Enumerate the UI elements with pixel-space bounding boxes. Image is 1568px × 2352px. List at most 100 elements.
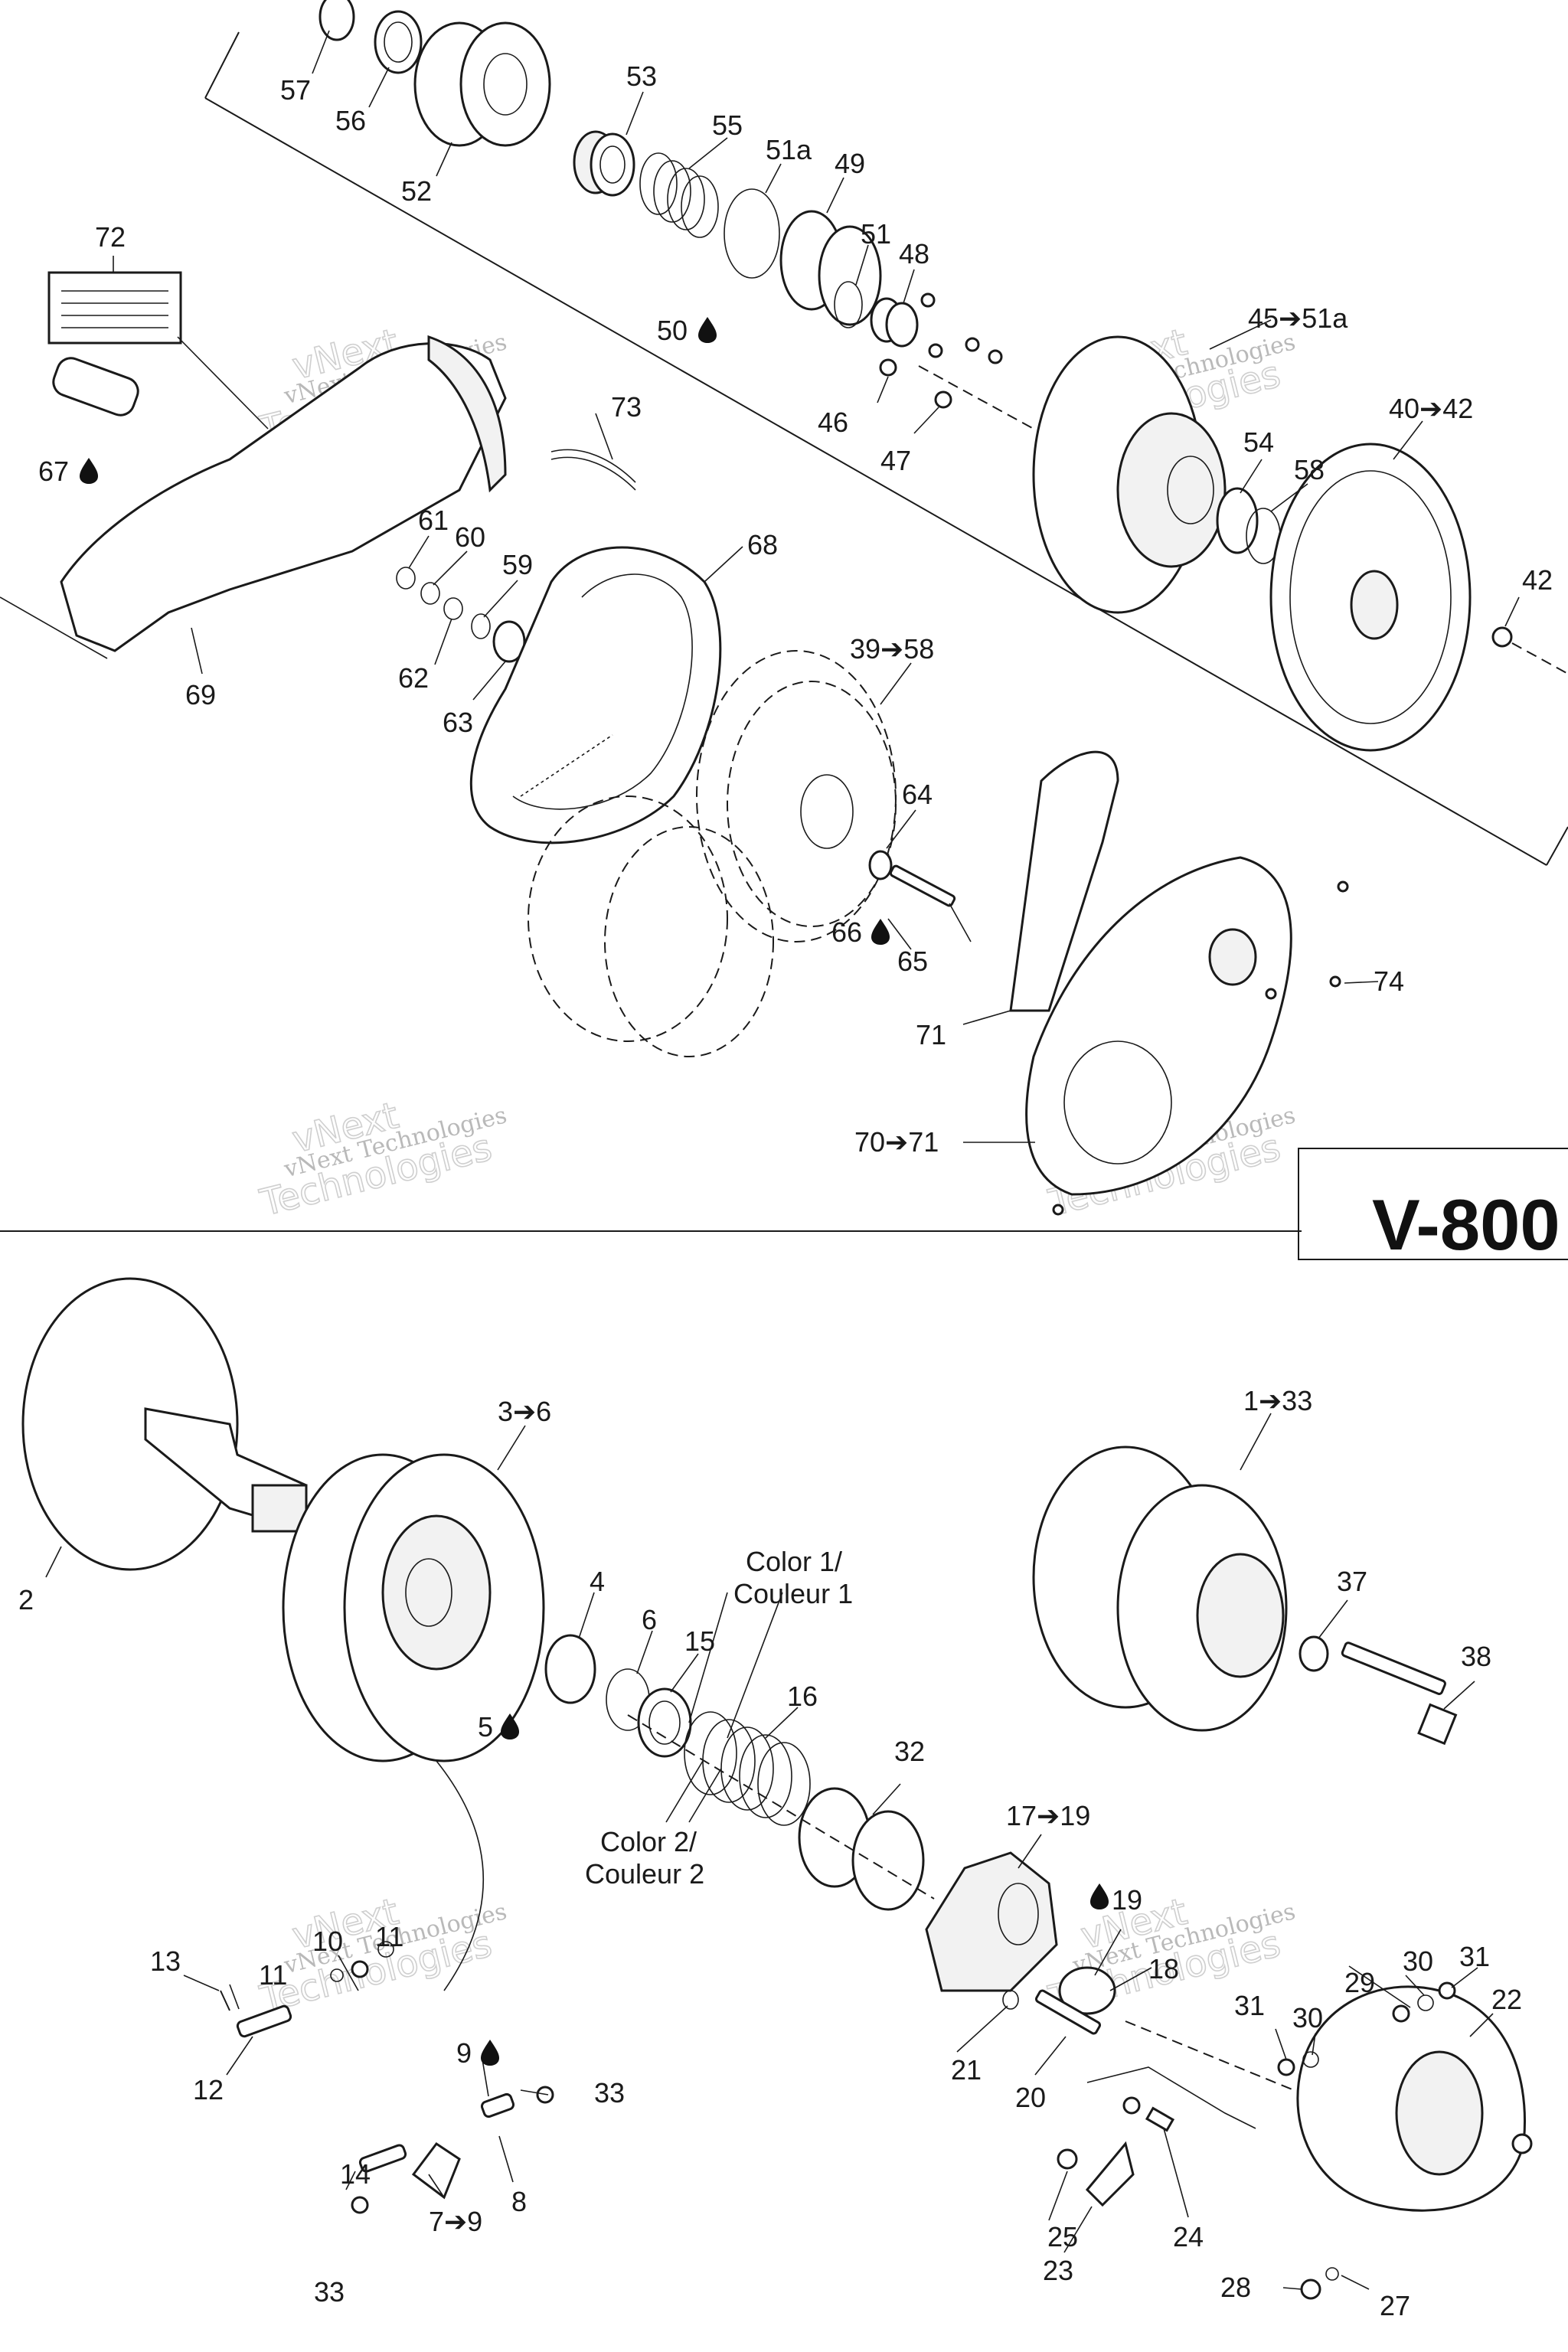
washer-60 [420, 582, 440, 605]
callout-47: 47 [880, 445, 911, 476]
callout-20: 20 [1015, 2082, 1046, 2113]
screw-47 [934, 390, 952, 409]
callout-67: 67 [38, 456, 69, 487]
callout-40-42: 40➔42 [1389, 393, 1473, 424]
callout-7-9: 7➔9 [429, 2206, 482, 2237]
callout-17-19: 17➔19 [1006, 1800, 1090, 1831]
callout-33-bottom: 33 [314, 2276, 345, 2308]
belt-guard-69 [0, 335, 507, 659]
callout-60: 60 [455, 521, 485, 553]
pin-12 [236, 2004, 292, 2038]
callout-31-top: 31 [1459, 1941, 1490, 1972]
callout-62: 62 [398, 662, 429, 694]
callout-8: 8 [511, 2186, 527, 2217]
callout-25: 25 [1047, 2221, 1078, 2252]
callout-3-6: 3➔6 [498, 1396, 551, 1427]
bearing-53 [573, 130, 635, 197]
nut-42 [1491, 626, 1513, 648]
callout-61: 61 [418, 505, 449, 536]
ring-57 [318, 0, 355, 41]
screw-46 [879, 358, 897, 377]
callout-54: 54 [1243, 426, 1274, 458]
upper-parts [0, 0, 1568, 1216]
upper-assembly-border-diag [204, 97, 1547, 866]
label-color-2: Color 2/ [600, 1826, 697, 1857]
callout-9: 9 [456, 2037, 472, 2069]
washer-54 [1216, 487, 1259, 554]
callout-53: 53 [626, 60, 657, 92]
callout-21: 21 [951, 2054, 982, 2086]
sleeve-32 [798, 1787, 925, 1911]
callout-50: 50 [657, 315, 688, 346]
callout-19: 19 [1112, 1884, 1142, 1916]
callout-71: 71 [916, 1019, 946, 1050]
label-couleur-1: Couleur 1 [733, 1578, 853, 1609]
callout-65: 65 [897, 946, 928, 977]
bushing-4 [544, 1634, 596, 1704]
washer-37 [1298, 1635, 1329, 1672]
cover-71 [1009, 750, 1119, 1012]
pin-14 [358, 2144, 407, 2173]
oil-drop-icon [501, 1713, 519, 1740]
sheave-40 [1269, 443, 1472, 752]
cotter-13 [220, 1990, 230, 2011]
callout-68: 68 [747, 529, 778, 560]
washer-62 [443, 597, 463, 620]
screw-25 [1057, 2148, 1078, 2170]
callout-12: 12 [193, 2074, 224, 2105]
callout-37: 37 [1337, 1566, 1367, 1597]
pulley-assembly-39 [528, 650, 897, 1057]
callout-51: 51 [861, 218, 891, 250]
callout-46: 46 [818, 407, 848, 438]
callout-10: 10 [312, 1926, 343, 1957]
drum-52 [413, 21, 551, 147]
callout-57: 57 [280, 74, 311, 106]
ring-56 [374, 10, 423, 74]
callout-15: 15 [684, 1625, 715, 1657]
callout-24: 24 [1173, 2221, 1204, 2252]
bushing-48 [870, 297, 919, 348]
callout-30-mid: 30 [1292, 2002, 1323, 2034]
washer-15 [637, 1687, 692, 1758]
callout-5: 5 [478, 1711, 493, 1743]
callout-32: 32 [894, 1736, 925, 1767]
governor-cup-22 [1296, 1985, 1526, 2212]
bolt-65 [889, 864, 956, 907]
callout-42: 42 [1522, 564, 1553, 596]
washer-64 [868, 850, 893, 880]
pin-24 [1145, 2106, 1175, 2132]
shaft-67 [52, 357, 139, 416]
callout-56: 56 [335, 105, 366, 136]
callout-31-mid: 31 [1234, 1990, 1265, 2021]
title-block: V-800 [1298, 1148, 1568, 1265]
callout-11-left: 11 [259, 1959, 287, 1991]
oil-drop-icon [871, 919, 890, 945]
callout-22: 22 [1491, 1984, 1522, 2015]
nut-28 [1300, 2278, 1321, 2300]
callout-63: 63 [443, 707, 473, 738]
clip-51a [724, 188, 780, 279]
outer-cover-70 [1025, 856, 1292, 1196]
upper-assembly-border-top [204, 31, 240, 99]
callout-13: 13 [150, 1945, 181, 1977]
callout-73: 73 [611, 391, 642, 423]
callout-14: 14 [340, 2158, 371, 2190]
nut-31 [1438, 1981, 1456, 2000]
callout-labels: 57 56 52 53 55 51a 49 51 48 50 46 47 45➔… [18, 60, 1553, 2321]
washer-27 [1325, 2267, 1339, 2281]
callout-30-top: 30 [1403, 1945, 1433, 1977]
oil-drop-icon [1090, 1883, 1109, 1909]
callout-49: 49 [835, 148, 865, 179]
callout-72: 72 [95, 221, 126, 253]
lower-parts [21, 1277, 1533, 2300]
movable-sheave-3 [282, 1453, 545, 1762]
callout-29: 29 [1344, 1967, 1375, 1998]
sheave-45 [1032, 335, 1227, 614]
washer-21 [1002, 1990, 1019, 2010]
callout-27: 27 [1380, 2290, 1410, 2321]
lever-23 [1085, 2141, 1135, 2207]
callout-51a: 51a [766, 134, 812, 165]
title-code: V-800 [1372, 1184, 1560, 1265]
label-color-1: Color 1/ [746, 1546, 842, 1577]
callout-28: 28 [1220, 2272, 1251, 2303]
